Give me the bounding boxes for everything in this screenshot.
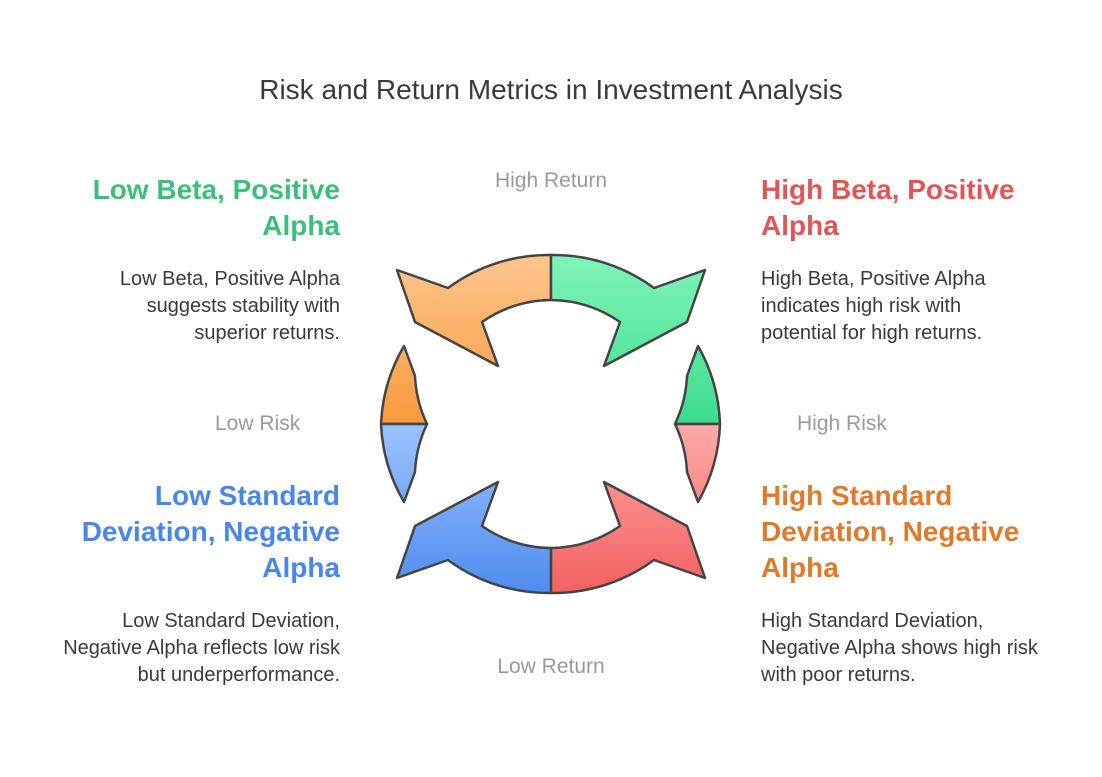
axis-label-low-risk: Low Risk (215, 412, 301, 435)
quadrant-description-top-right: High Beta, Positive Alpha indicates high… (761, 268, 986, 344)
quadrant-arrow-bottom-left (379, 422, 553, 595)
quadrant-arrow-bottom-right (549, 422, 722, 595)
quadrant-arrow-top-right (549, 253, 722, 426)
quadrant-heading-bottom-left: Low Standard Deviation, Negative Alpha (81, 480, 340, 583)
quadrant-description-bottom-right: High Standard Deviation, Negative Alpha … (761, 610, 1038, 686)
quadrant-heading-top-left: Low Beta, Positive Alpha (92, 174, 340, 241)
quadrant-description-bottom-left: Low Standard Deviation, Negative Alpha r… (63, 610, 340, 686)
quadrant-arrow-top-left (379, 253, 553, 426)
quadrant-description-top-left: Low Beta, Positive Alpha suggests stabil… (119, 268, 340, 344)
axis-label-low-return: Low Return (497, 655, 605, 678)
quadrant-heading-top-right: High Beta, Positive Alpha (761, 174, 1015, 241)
quadrant-heading-bottom-right: High Standard Deviation, Negative Alpha (761, 480, 1020, 583)
diagram-title: Risk and Return Metrics in Investment An… (259, 74, 843, 105)
axis-label-high-risk: High Risk (797, 412, 887, 435)
axis-label-high-return: High Return (494, 169, 608, 192)
